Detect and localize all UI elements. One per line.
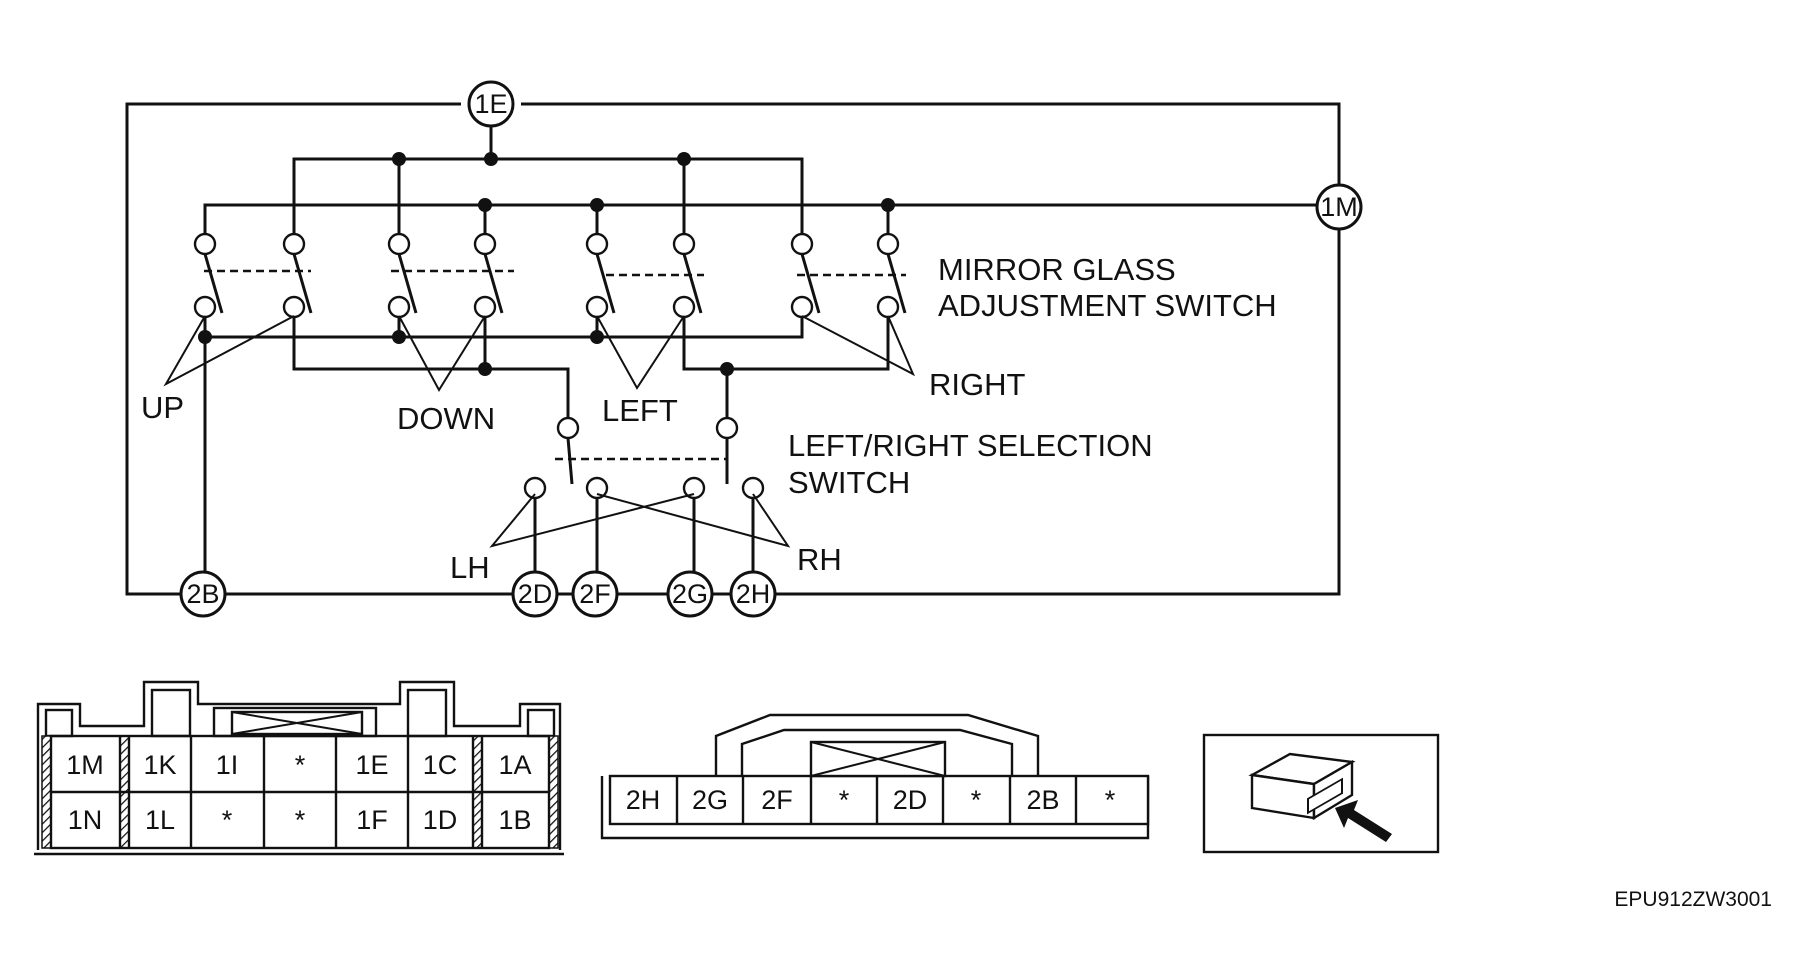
pin-label: 1K bbox=[143, 750, 176, 780]
selection-common-terminal bbox=[556, 416, 580, 440]
connector-2F-label: 2F bbox=[579, 579, 611, 609]
selection-switch-title-line2: SWITCH bbox=[788, 465, 910, 500]
pin-label: 1E bbox=[355, 750, 388, 780]
junction-dots bbox=[198, 152, 895, 376]
label-up: UP bbox=[141, 390, 184, 425]
switch-terminal bbox=[193, 232, 217, 256]
pin-label: * bbox=[971, 785, 982, 815]
label-rh: RH bbox=[797, 542, 842, 577]
pin-label: 1M bbox=[66, 750, 104, 780]
pin-label: 2H bbox=[626, 785, 661, 815]
label-down: DOWN bbox=[397, 401, 495, 436]
switch-terminal bbox=[672, 232, 696, 256]
pin-label: 2F bbox=[761, 785, 793, 815]
connector-1E: 1E bbox=[467, 80, 515, 128]
label-pointers bbox=[163, 315, 916, 548]
pin-label: 1C bbox=[423, 750, 458, 780]
connector-2G: 2G bbox=[666, 570, 714, 618]
pin-label: * bbox=[295, 750, 306, 780]
connector-2H-label: 2H bbox=[736, 579, 771, 609]
selection-common-terminal bbox=[715, 416, 739, 440]
switch-terminal bbox=[790, 295, 814, 319]
pin-label: 1B bbox=[498, 805, 531, 835]
label-lh: LH bbox=[450, 550, 490, 585]
switch-terminal bbox=[387, 295, 411, 319]
switch-terminal bbox=[672, 295, 696, 319]
diagram-labels: MIRROR GLASS ADJUSTMENT SWITCH UP DOWN L… bbox=[141, 252, 1277, 585]
connector-1M-label: 1M bbox=[1320, 192, 1358, 222]
outer-wiring bbox=[125, 102, 1341, 596]
pin-label: 2G bbox=[692, 785, 728, 815]
connector-2D-label: 2D bbox=[518, 579, 553, 609]
left-right-selection-switch bbox=[523, 416, 765, 574]
pin-label: 1A bbox=[498, 750, 531, 780]
selection-switch-title-line1: LEFT/RIGHT SELECTION bbox=[788, 428, 1153, 463]
pin-label: 2B bbox=[1026, 785, 1059, 815]
connector-2D: 2D bbox=[511, 570, 559, 618]
pin-label: 1L bbox=[145, 805, 175, 835]
connector-1-face-view: 1M 1K 1I * 1E 1C 1A 1N 1L * * 1F 1D 1B bbox=[34, 680, 564, 856]
switch-terminal bbox=[790, 232, 814, 256]
switch-terminal bbox=[282, 232, 306, 256]
switch-terminal bbox=[282, 295, 306, 319]
pin-label: 1D bbox=[423, 805, 458, 835]
switch-terminal bbox=[473, 295, 497, 319]
mirror-glass-adjustment-switch bbox=[193, 232, 907, 319]
label-right: RIGHT bbox=[929, 367, 1026, 402]
switch-terminal bbox=[473, 232, 497, 256]
figure-code: EPU912ZW3001 bbox=[1614, 888, 1772, 911]
pin-label: * bbox=[222, 805, 233, 835]
mirror-switch-title-line1: MIRROR GLASS bbox=[938, 252, 1176, 287]
connector-terminals: 1E 1M 2B 2D 2F 2G 2H bbox=[179, 80, 1363, 618]
pin-label: 1I bbox=[216, 750, 239, 780]
connector-2G-label: 2G bbox=[672, 579, 708, 609]
connector-2B: 2B bbox=[179, 570, 227, 618]
switch-terminal bbox=[193, 295, 217, 319]
connector-2-face-view: 2H 2G 2F * 2D * 2B * bbox=[600, 713, 1150, 840]
mirror-switch-title-line2: ADJUSTMENT SWITCH bbox=[938, 288, 1277, 323]
switch-terminal bbox=[585, 232, 609, 256]
switch-terminal bbox=[585, 295, 609, 319]
pin-label: * bbox=[295, 805, 306, 835]
connector-view-direction-icon bbox=[1202, 733, 1440, 854]
pin-label: 1F bbox=[356, 805, 388, 835]
connector-2H: 2H bbox=[729, 570, 777, 618]
switch-terminal bbox=[387, 232, 411, 256]
pin-label: * bbox=[1105, 785, 1116, 815]
switch-terminal bbox=[876, 295, 900, 319]
switch-terminal bbox=[876, 232, 900, 256]
connector-2F: 2F bbox=[571, 570, 619, 618]
connector-2B-label: 2B bbox=[186, 579, 219, 609]
pin-label: * bbox=[839, 785, 850, 815]
label-left: LEFT bbox=[602, 393, 678, 428]
connector-1E-label: 1E bbox=[474, 89, 507, 119]
pin-label: 2D bbox=[893, 785, 928, 815]
pin-label: 1N bbox=[68, 805, 103, 835]
connector-1M: 1M bbox=[1315, 183, 1363, 231]
